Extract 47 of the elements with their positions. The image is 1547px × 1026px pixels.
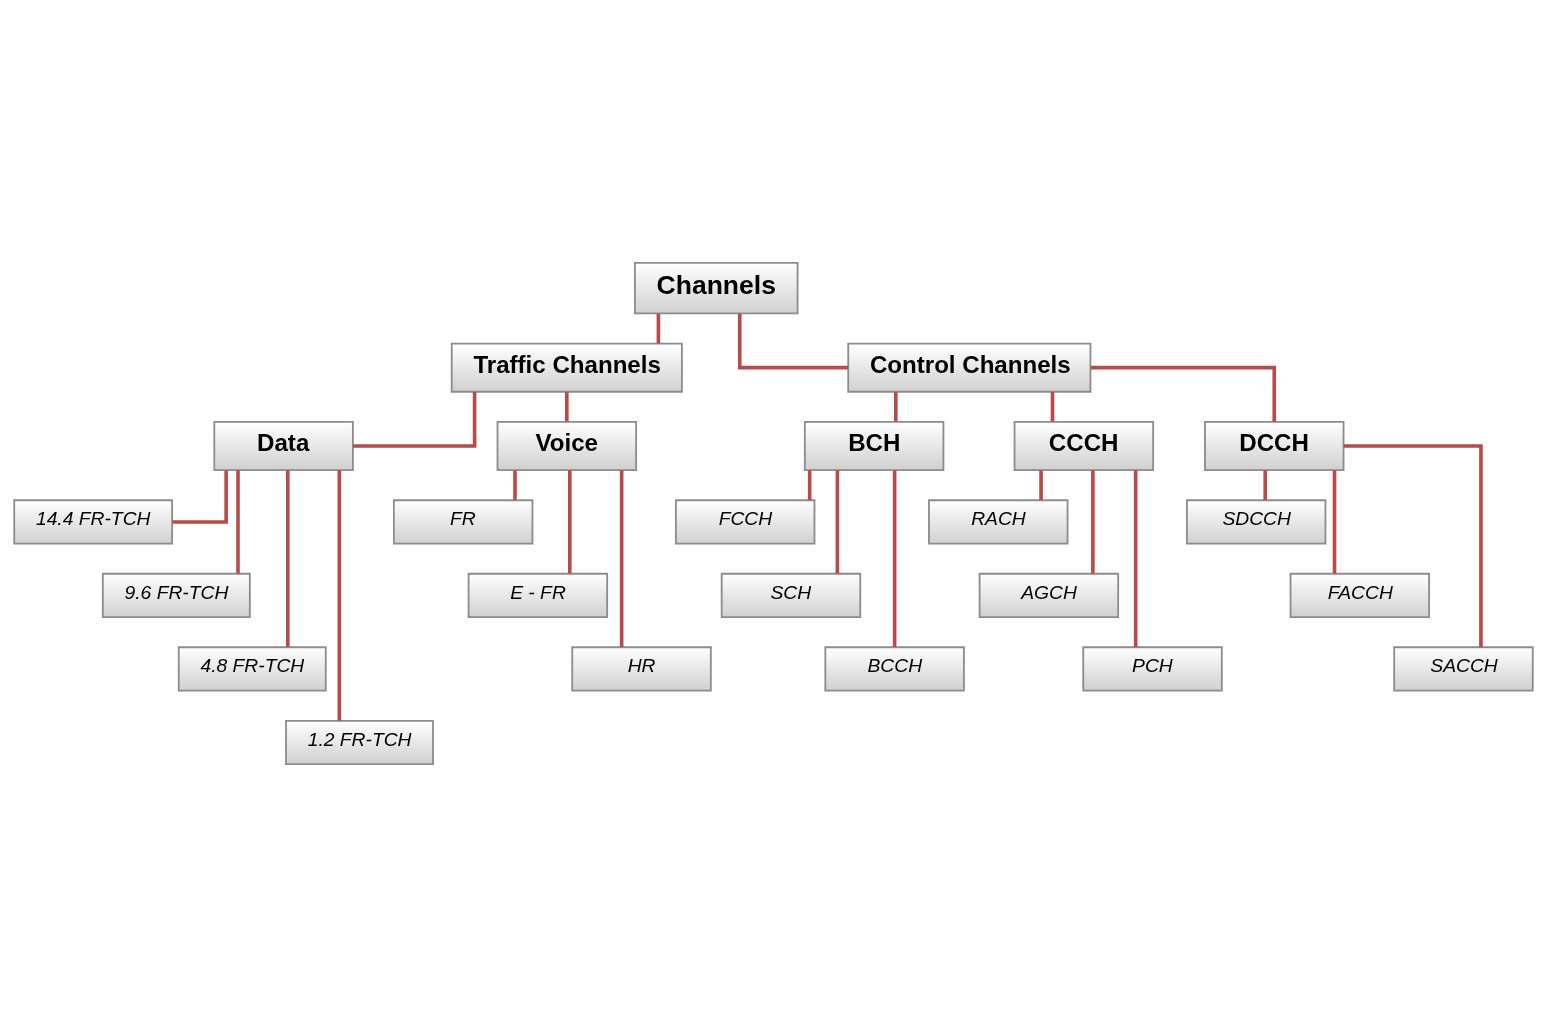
node-box: Traffic Channels	[450, 342, 683, 393]
connector	[1050, 391, 1055, 421]
connector	[565, 391, 569, 421]
connector	[236, 469, 240, 574]
node-box: RACH	[928, 498, 1069, 545]
node-box: DCCH	[1204, 420, 1345, 471]
connector	[286, 469, 290, 647]
node-box: SCH	[720, 572, 862, 618]
node-box: 1.2 FR-TCH	[285, 719, 434, 765]
node-box: HR	[571, 645, 712, 692]
node-box: 4.8 FR-TCH	[177, 645, 327, 692]
node-box: E - FR	[467, 572, 609, 618]
connector	[1039, 469, 1043, 500]
node-box: BCH	[803, 420, 945, 471]
connector	[172, 469, 228, 524]
connector	[513, 469, 517, 500]
node-box: FACCH	[1289, 572, 1431, 618]
connector	[807, 469, 812, 500]
connector	[1133, 469, 1138, 647]
connector	[737, 313, 849, 369]
node-box: 14.4 FR-TCH	[13, 498, 173, 545]
node-box: FR	[392, 498, 534, 545]
node-box: SDCCH	[1185, 498, 1327, 545]
connector	[835, 469, 840, 574]
connector	[353, 391, 477, 448]
connector	[1090, 365, 1277, 422]
node-box: 9.6 FR-TCH	[101, 572, 251, 618]
node-box: AGCH	[978, 572, 1120, 618]
node-box: PCH	[1082, 645, 1223, 692]
connector	[894, 391, 898, 421]
node-box: FCCH	[674, 498, 816, 545]
connector	[568, 469, 572, 574]
node-box: Channels	[634, 261, 799, 314]
node-box: SACCH	[1393, 645, 1534, 692]
node-box: Voice	[496, 420, 637, 471]
connector	[337, 469, 342, 721]
node-box: Data	[213, 420, 354, 471]
connector	[619, 469, 624, 647]
node-box: Control Channels	[847, 342, 1092, 393]
node-box: BCCH	[824, 645, 965, 692]
connector	[1263, 469, 1268, 500]
connector	[656, 313, 661, 343]
connector	[1332, 469, 1337, 574]
node-box: CCCH	[1013, 420, 1155, 471]
connector	[1091, 469, 1095, 574]
connector	[1343, 443, 1483, 647]
connector	[892, 469, 897, 647]
